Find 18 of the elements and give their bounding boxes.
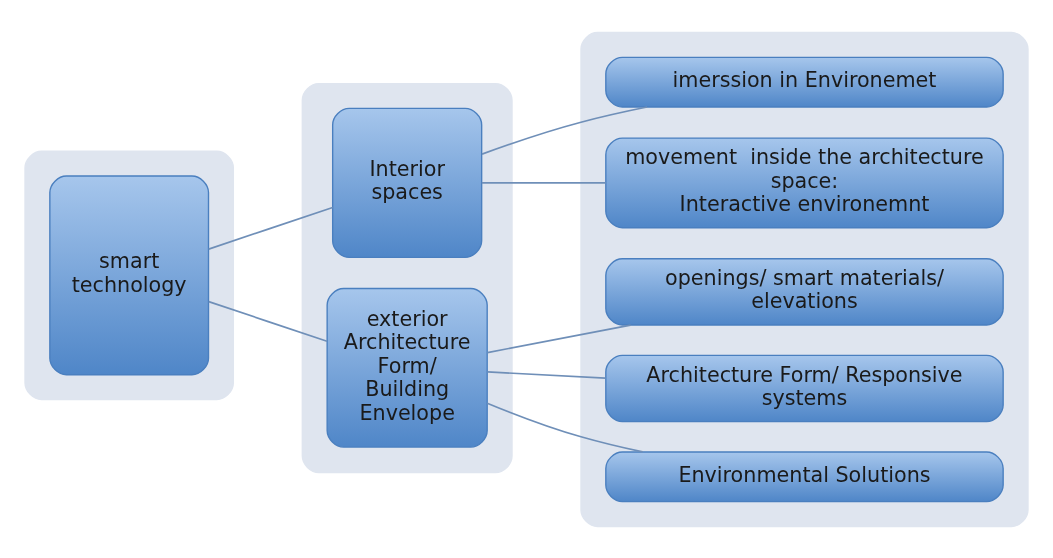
cluster xyxy=(580,31,1029,527)
node-box: Interior spaces xyxy=(332,107,483,258)
node-box: smart technology xyxy=(49,174,210,375)
connector xyxy=(207,206,334,250)
connector xyxy=(481,181,607,184)
node-box: Architecture Form/ Responsive systems xyxy=(605,354,1004,422)
node-box: exterior Architecture Form/ Building Envelope xyxy=(326,287,488,448)
cluster xyxy=(24,150,235,400)
node-box: imerssion in Environemet xyxy=(605,56,1004,108)
node-box: Environmental Solutions xyxy=(605,450,1004,502)
cluster xyxy=(301,82,513,473)
connector xyxy=(486,370,607,379)
node-box: openings/ smart materials/ elevations xyxy=(605,257,1004,326)
connector xyxy=(481,105,648,155)
node-box: movement inside the architecture space: Interactive environemnt xyxy=(605,136,1004,228)
connector xyxy=(486,323,632,353)
connector xyxy=(486,401,644,453)
connector xyxy=(207,300,328,342)
